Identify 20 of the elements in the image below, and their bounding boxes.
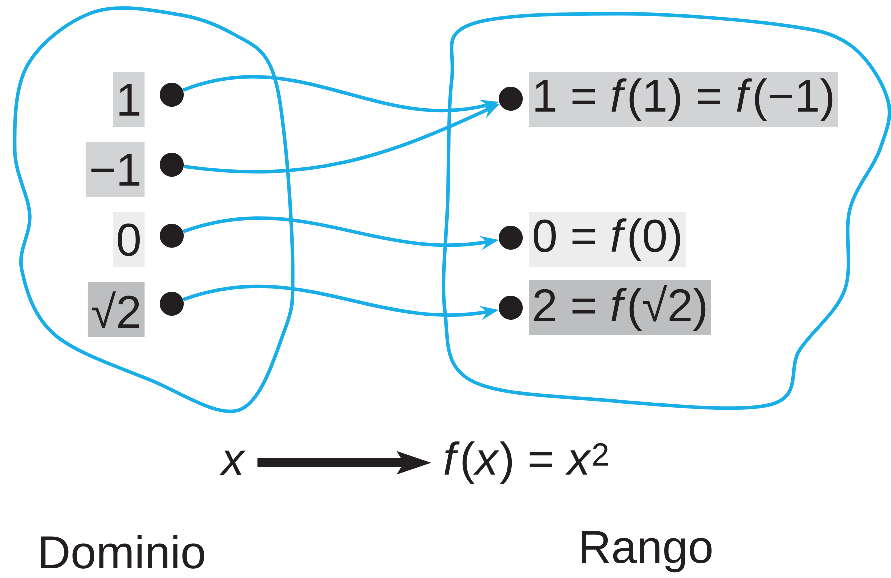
value-label: 1 = f(1) = f(−1) [529,72,838,128]
formula-text: f(x) = x$^{2}$ [444,442,608,484]
set-caption: Rango [582,531,712,573]
point [499,226,523,250]
value-label: √2 [88,282,145,338]
value-label: −1 [86,142,145,198]
set-outline [442,12,891,410]
formula-text: x [220,450,246,476]
value-label: 0 = f(0) [529,212,686,268]
set-outline [13,6,295,414]
point [160,83,184,107]
point [499,296,523,320]
value-label: 1 [113,72,145,128]
point [160,153,184,177]
set-caption: Dominio [41,535,204,569]
value-label: 2 = f(√2) [529,280,712,336]
point [160,224,184,248]
point [499,87,523,111]
value-label: 0 [113,212,145,268]
point [160,292,184,316]
